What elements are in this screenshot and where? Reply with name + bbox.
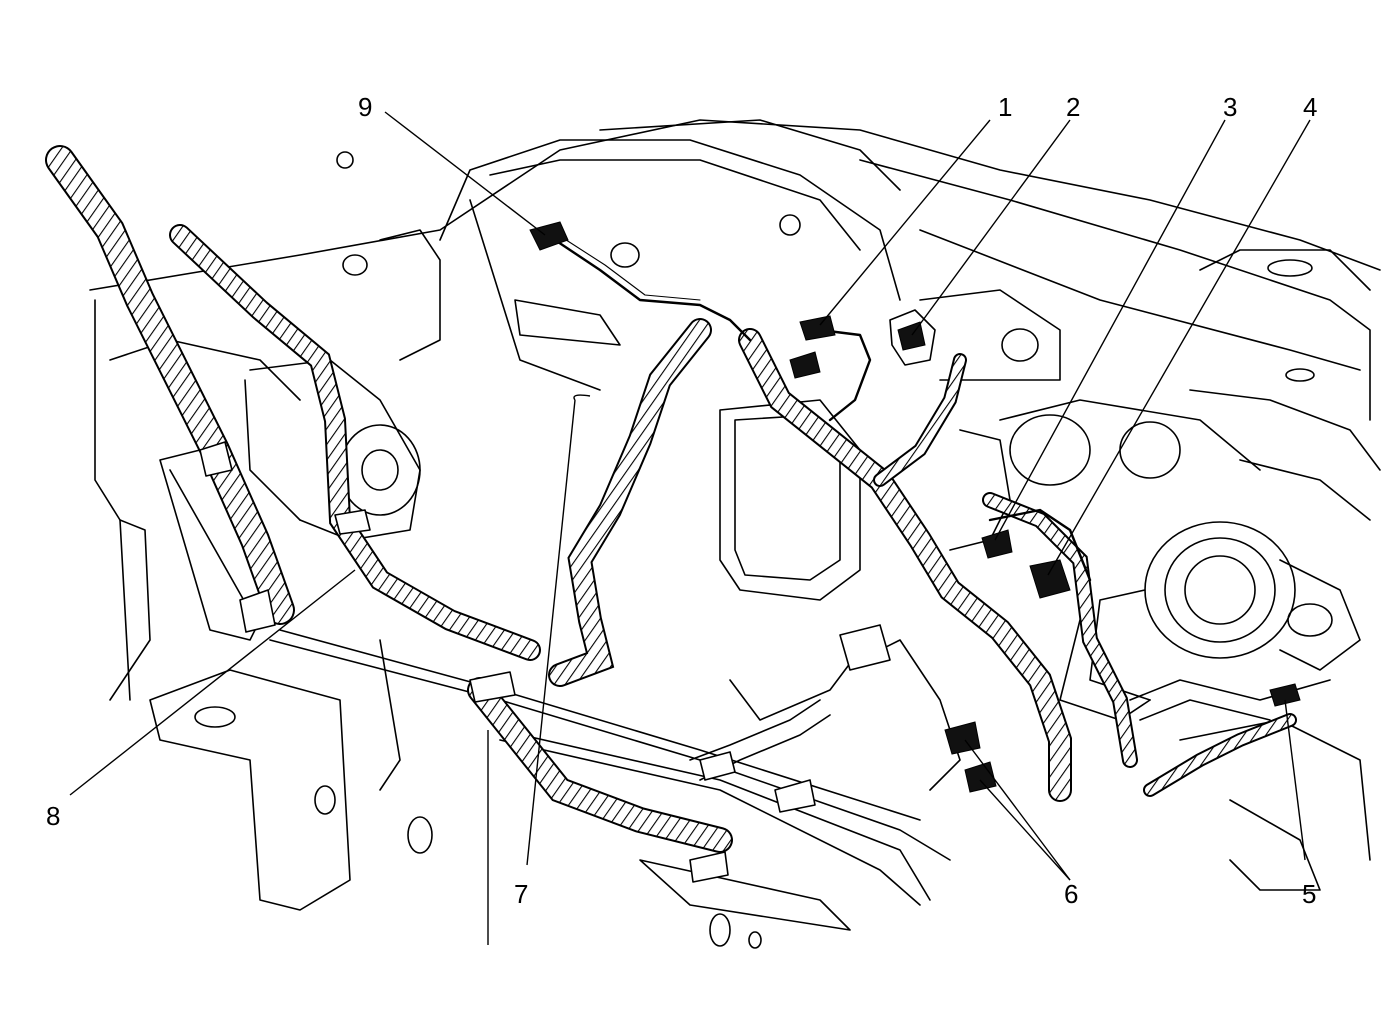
connector-6b	[964, 761, 997, 793]
leader-8	[69, 569, 356, 796]
connector-3	[981, 529, 1013, 559]
connector-4	[1029, 559, 1071, 599]
callout-labels: 1 2 3 4 5 6 7 8 9	[46, 92, 1317, 909]
leader-lines	[69, 111, 1311, 945]
vehicle-frame	[89, 119, 1381, 701]
leader-7	[526, 399, 576, 866]
callout-5: 5	[1302, 879, 1316, 909]
leader-4	[1047, 119, 1311, 576]
callout-8: 8	[46, 801, 60, 831]
callout-7: 7	[514, 879, 528, 909]
leader-6b	[979, 779, 1071, 881]
callout-2: 2	[1066, 92, 1080, 122]
leader-5	[1284, 699, 1306, 861]
radiator-support	[109, 449, 433, 911]
callout-3: 3	[1223, 92, 1237, 122]
connector-9	[529, 221, 569, 251]
connector-6a	[944, 721, 981, 755]
callout-9: 9	[358, 92, 372, 122]
callout-4: 4	[1303, 92, 1317, 122]
brake-booster	[1059, 521, 1361, 721]
leader-3	[994, 119, 1226, 541]
leader-9	[384, 111, 546, 236]
leader-2	[911, 119, 1071, 336]
connectors	[199, 221, 1301, 883]
connector-5	[1269, 683, 1301, 707]
leader-1	[819, 119, 991, 326]
callout-1: 1	[998, 92, 1012, 122]
lower-lines	[269, 629, 1371, 949]
connector-1	[799, 315, 836, 341]
callout-6: 6	[1064, 879, 1078, 909]
leader-6a	[964, 739, 1071, 881]
wiring-harness	[45, 145, 1297, 853]
